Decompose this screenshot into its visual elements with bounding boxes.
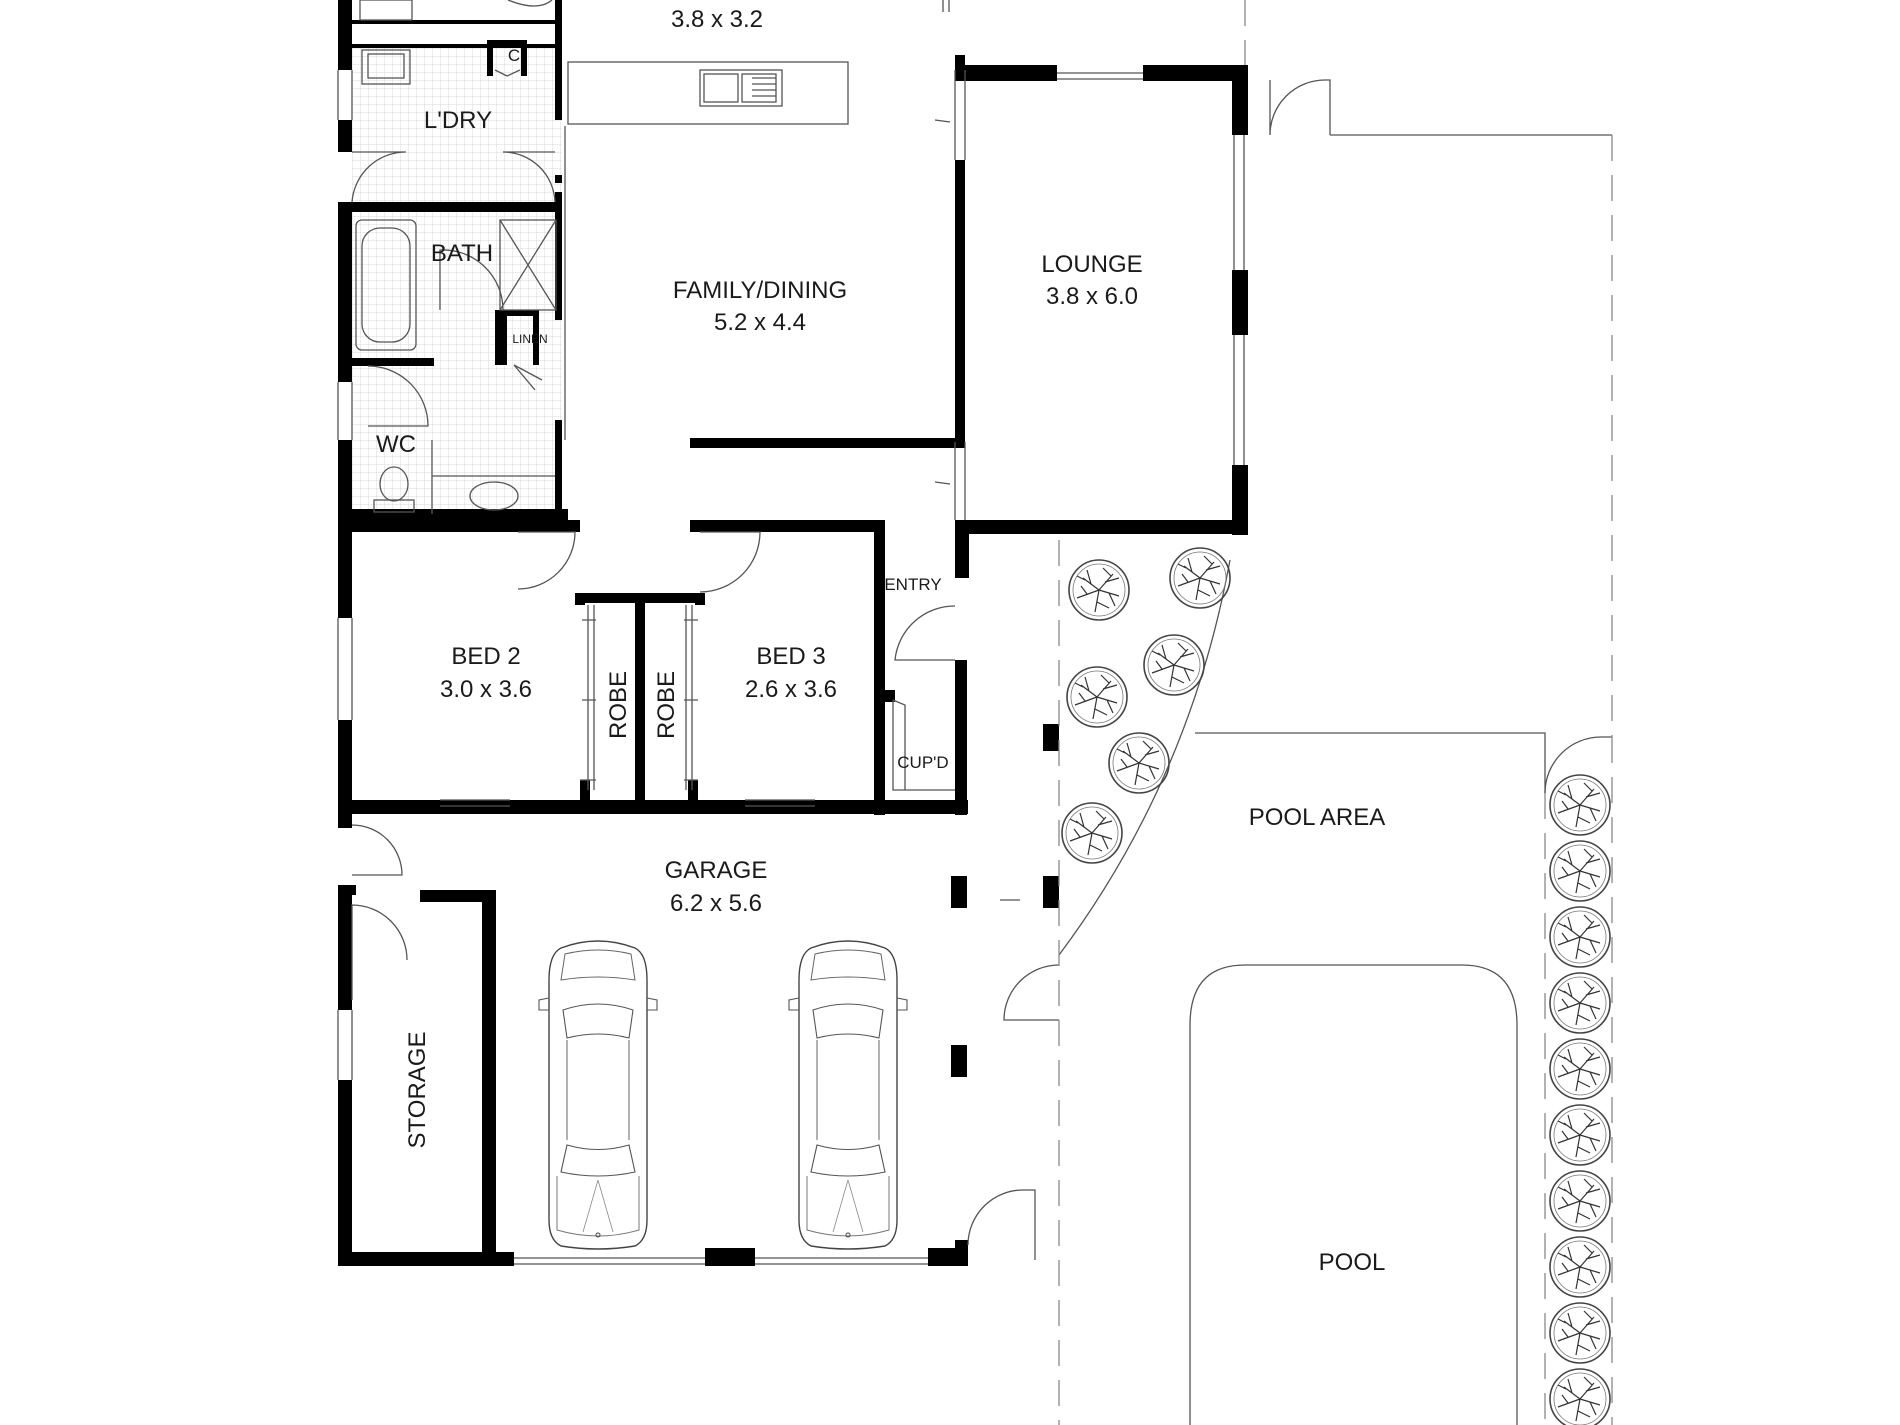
laundry-label: L'DRY: [424, 107, 492, 134]
kitchen-dims: 3.8 x 3.2: [671, 6, 763, 33]
tree-icon: [1061, 802, 1123, 864]
tree-icon: [1549, 972, 1611, 1034]
lounge-label: LOUNGE: [1041, 251, 1142, 278]
tree-icon: [1549, 840, 1611, 902]
tree-icon: [1549, 1236, 1611, 1298]
tree-icon: [1169, 547, 1231, 609]
car-icon: [788, 940, 908, 1250]
linen-label: LINEN: [512, 332, 547, 346]
tree-icon: [1549, 1170, 1611, 1232]
garage-dims: 6.2 x 5.6: [670, 890, 762, 917]
tree-icon: [1549, 1104, 1611, 1166]
pool-area-label: POOL AREA: [1249, 804, 1386, 831]
bed3-dims: 2.6 x 3.6: [745, 676, 837, 703]
storage-label: STORAGE: [404, 1032, 431, 1149]
car-icon: [538, 940, 658, 1250]
fixtures-and-lines: [337, 0, 1612, 1425]
entry-label: ENTRY: [884, 575, 941, 594]
bed2-label: BED 2: [451, 643, 520, 670]
family-label: FAMILY/DINING: [673, 277, 847, 304]
tree-icon: [1549, 1302, 1611, 1364]
robe-left-label: ROBE: [605, 671, 632, 739]
bath-label: BATH: [431, 240, 493, 267]
walls: [338, 0, 1248, 1266]
tree-icon: [1066, 666, 1128, 728]
garden-trees: [1061, 547, 1611, 1425]
tree-icon: [1549, 1038, 1611, 1100]
garage-label: GARAGE: [665, 857, 768, 884]
tree-icon: [1143, 634, 1205, 696]
bed3-label: BED 3: [756, 643, 825, 670]
boundary-lines: [1058, 0, 1613, 1425]
cupboard-label: C: [508, 46, 520, 65]
tree-icon: [1068, 559, 1130, 621]
family-dims: 5.2 x 4.4: [714, 309, 806, 336]
tree-icon: [1549, 1368, 1611, 1425]
cupd-label: CUP'D: [897, 753, 948, 772]
lounge-dims: 3.8 x 6.0: [1046, 283, 1138, 310]
tree-icon: [1549, 774, 1611, 836]
wc-label: WC: [376, 431, 416, 458]
tree-icon: [1549, 906, 1611, 968]
bed2-dims: 3.0 x 3.6: [440, 676, 532, 703]
robe-right-label: ROBE: [653, 671, 680, 739]
pool-label: POOL: [1319, 1249, 1386, 1276]
tree-icon: [1108, 732, 1170, 794]
